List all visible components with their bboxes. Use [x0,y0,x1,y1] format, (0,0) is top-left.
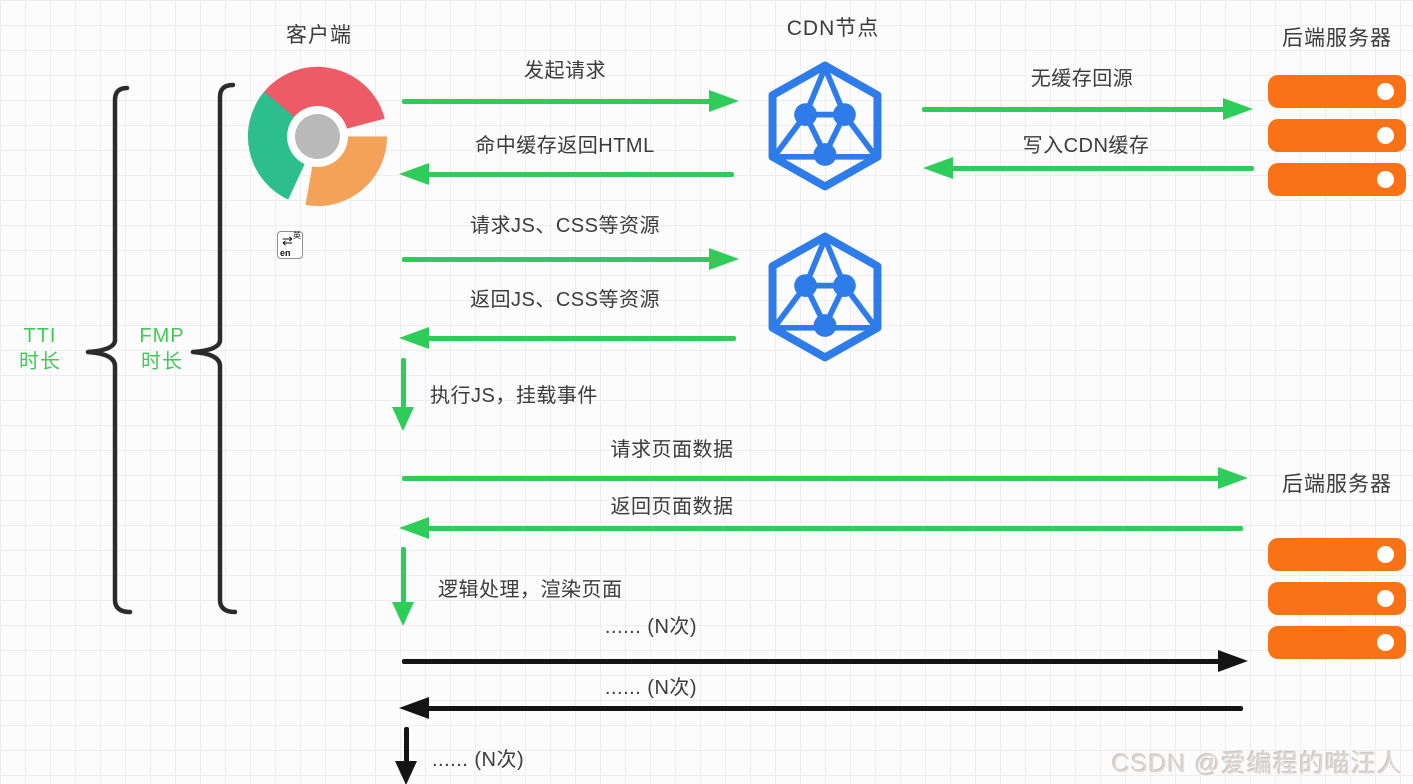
chrome-browser-icon [247,66,388,207]
arrowhead-right-icon [709,248,739,270]
fmp-duration-label: FMP 时长 [128,323,196,375]
fmp-duration-text: 时长 [141,351,183,373]
label-request-page-data: 请求页面数据 [610,439,734,461]
label-execute-js-mount-events: 执行JS，挂载事件 [430,385,598,407]
arrowhead-left-icon [399,327,429,349]
arrowhead-down-icon [392,602,414,626]
label-n-times-3: ...... (N次) [432,749,525,771]
server-led-icon [1377,171,1394,188]
arrowhead-left-icon [399,163,429,185]
translate-target-lang: 英 [293,231,301,240]
label-write-cdn-cache: 写入CDN缓存 [1022,135,1150,157]
arrowhead-down-icon [395,761,417,784]
arrowhead-right-icon [1218,467,1248,489]
translate-icon: 英 ⇄ en [277,231,303,259]
arrowhead-right-icon [1223,98,1253,120]
label-no-cache-back-to-origin: 无缓存回源 [1030,68,1134,90]
arrowhead-right-icon [1218,650,1248,672]
server-bar [1268,119,1406,152]
cdn-node-label: CDN节点 [786,17,880,40]
csdn-watermark: CSDN @爱编程的喵汪人 [1111,750,1403,778]
cdn-node-icon-top [768,61,882,191]
arrowhead-down-icon [392,407,414,431]
tti-duration-label: TTI 时长 [6,323,74,375]
backend-server-label-top: 后端服务器 [1282,27,1392,50]
label-n-times-1: ...... (N次) [604,616,698,638]
label-cache-hit-return-html: 命中缓存返回HTML [475,135,655,157]
cdn-node-icon-bottom [768,232,882,362]
label-return-page-data: 返回页面数据 [610,496,734,518]
label-return-js-css: 返回JS、CSS等资源 [470,289,660,311]
client-label: 客户端 [286,24,352,47]
translate-source-lang: en [280,248,291,258]
arrowhead-right-icon [709,90,739,112]
backend-server-icon-top [1268,75,1406,207]
fmp-brace [190,82,238,615]
server-led-icon [1377,590,1394,607]
backend-server-label-mid: 后端服务器 [1282,473,1392,496]
server-led-icon [1377,83,1394,100]
server-bar [1268,582,1406,615]
server-bar [1268,626,1406,659]
tti-duration-text: 时长 [19,351,61,373]
arrowhead-left-icon [399,517,429,539]
arrowhead-left-icon [923,157,953,179]
label-logic-render-page: 逻辑处理，渲染页面 [438,579,623,601]
arrowhead-left-icon [399,697,429,719]
server-led-icon [1377,634,1394,651]
server-bar [1268,538,1406,571]
backend-server-icon-mid [1268,538,1406,670]
translate-arrows-icon: ⇄ [282,233,293,248]
label-request-js-css: 请求JS、CSS等资源 [470,215,660,237]
label-initiate-request: 发起请求 [524,60,606,82]
server-led-icon [1377,127,1394,144]
tti-text: TTI [23,325,57,347]
label-n-times-2: ...... (N次) [604,677,698,699]
server-bar [1268,163,1406,196]
server-led-icon [1377,546,1394,563]
server-bar [1268,75,1406,108]
fmp-text: FMP [139,325,185,347]
tti-brace [85,85,133,615]
